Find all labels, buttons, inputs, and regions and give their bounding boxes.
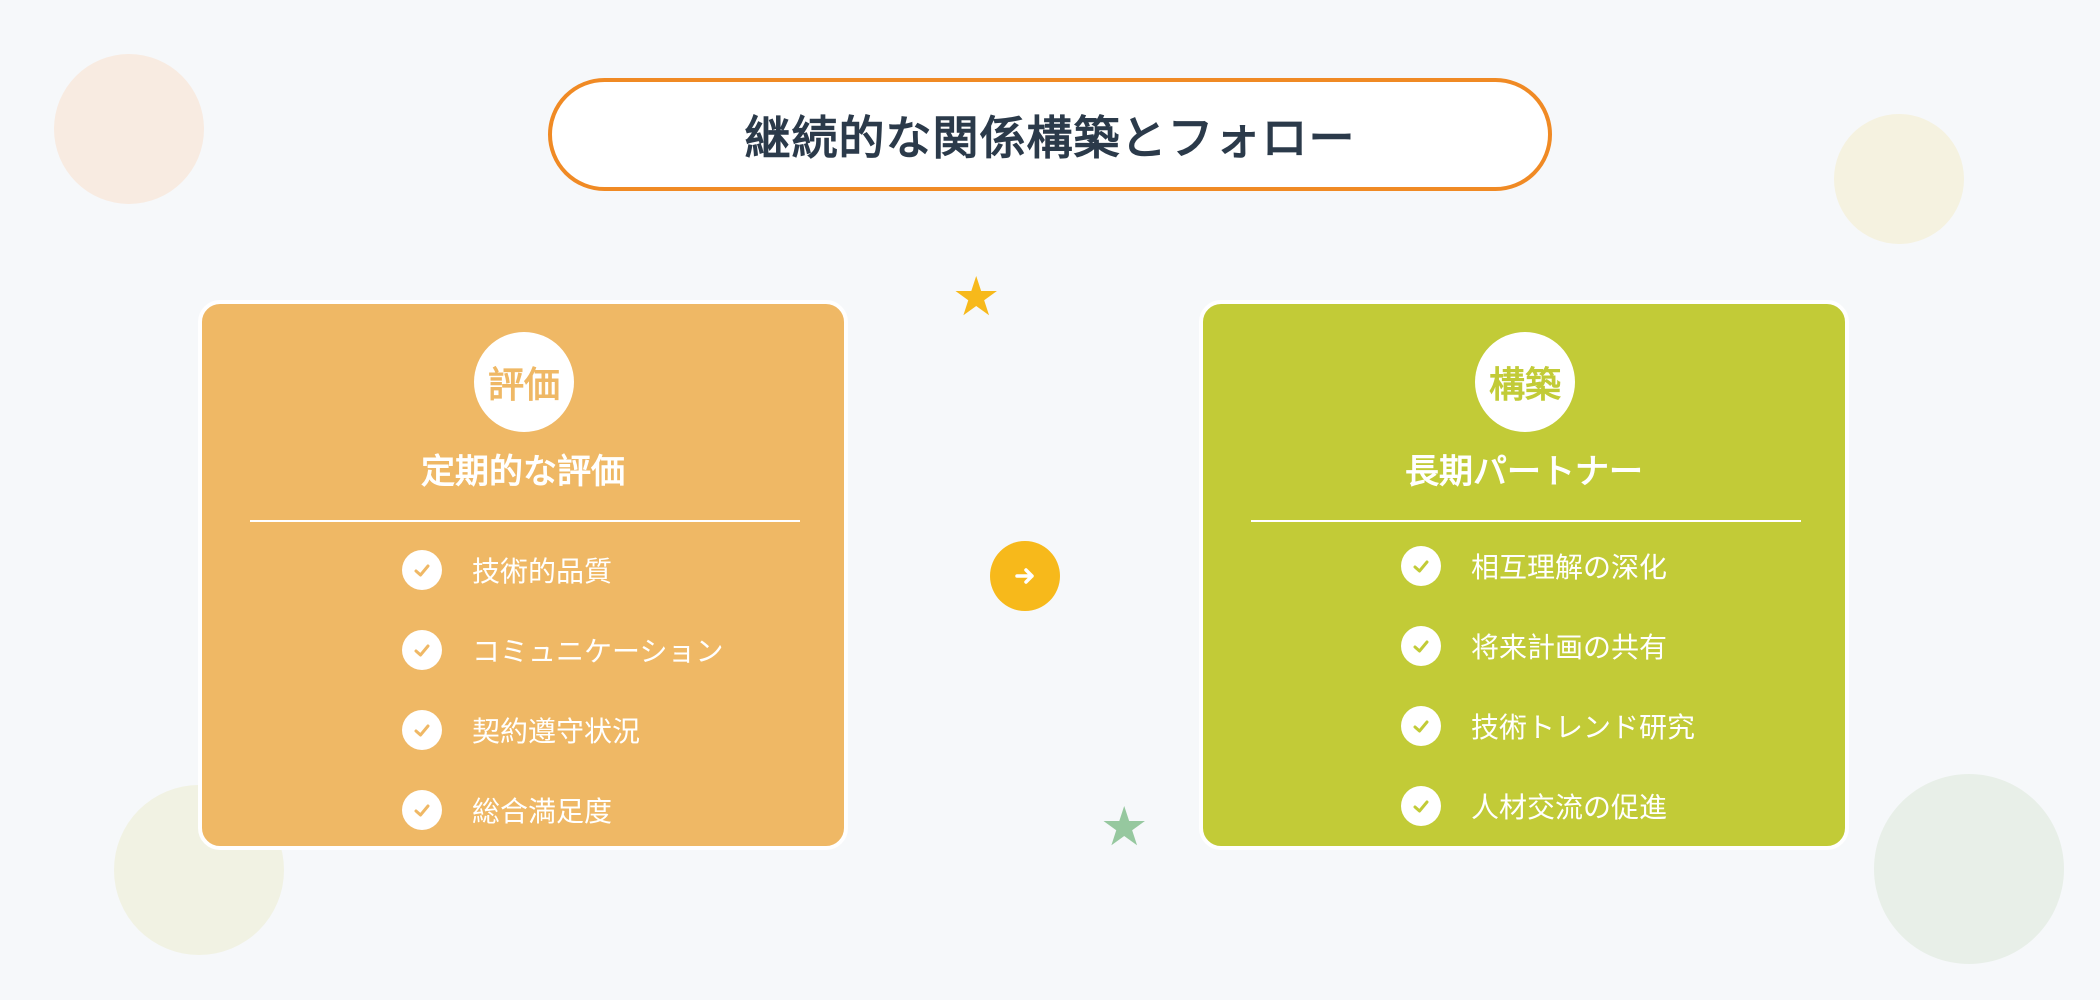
list-item: 相互理解の深化 <box>1401 544 1667 588</box>
card-heading: 長期パートナー <box>1405 452 1643 492</box>
list-item: 将来計画の共有 <box>1401 624 1667 668</box>
decorative-circle <box>1834 114 1964 244</box>
list-item: コミュニケーション <box>402 628 723 672</box>
list-item-label: コミュニケーション <box>472 635 724 668</box>
list-item: 人材交流の促進 <box>1401 784 1667 828</box>
check-icon <box>1401 706 1441 746</box>
check-icon <box>402 630 442 670</box>
list-item: 総合満足度 <box>402 788 612 832</box>
star-icon: ★ <box>952 265 1001 328</box>
card-badge: 構築 <box>1475 332 1575 432</box>
decorative-circle <box>54 54 204 204</box>
card-heading: 定期的な評価 <box>421 452 625 492</box>
divider <box>1251 520 1801 522</box>
list-item-label: 技術トレンド研究 <box>1471 711 1696 744</box>
check-icon <box>402 790 442 830</box>
list-item-label: 技術的品質 <box>472 555 613 588</box>
title-banner: 継続的な関係構築とフォロー <box>548 78 1552 191</box>
list-item-label: 人材交流の促進 <box>1471 791 1668 824</box>
check-icon <box>402 710 442 750</box>
list-item-label: 相互理解の深化 <box>1471 551 1668 584</box>
list-item-label: 総合満足度 <box>472 795 613 828</box>
list-item-label: 将来計画の共有 <box>1471 631 1668 664</box>
list-item: 契約遵守状況 <box>402 708 640 752</box>
checklist: 技術的品質 コミュニケーション 契約遵守状況 総合満足度 <box>202 304 844 846</box>
check-icon <box>1401 626 1441 666</box>
list-item: 技術的品質 <box>402 548 612 592</box>
check-icon <box>402 550 442 590</box>
star-icon: ★ <box>1100 795 1149 858</box>
page-title: 継続的な関係構築とフォロー <box>744 110 1356 165</box>
checklist: 相互理解の深化 将来計画の共有 技術トレンド研究 人材交流の促進 <box>1203 304 1845 846</box>
arrow-right-icon <box>990 541 1060 611</box>
decorative-circle <box>1874 774 2064 964</box>
card-badge: 評価 <box>474 332 574 432</box>
check-icon <box>1401 546 1441 586</box>
list-item-label: 契約遵守状況 <box>472 715 641 748</box>
evaluation-card: 評価 定期的な評価 技術的品質 コミュニケーション 契約遵守状況 <box>198 300 848 850</box>
divider <box>250 520 800 522</box>
list-item: 技術トレンド研究 <box>1401 704 1695 748</box>
partnership-card: 構築 長期パートナー 相互理解の深化 将来計画の共有 技術トレンド研究 <box>1199 300 1849 850</box>
check-icon <box>1401 786 1441 826</box>
